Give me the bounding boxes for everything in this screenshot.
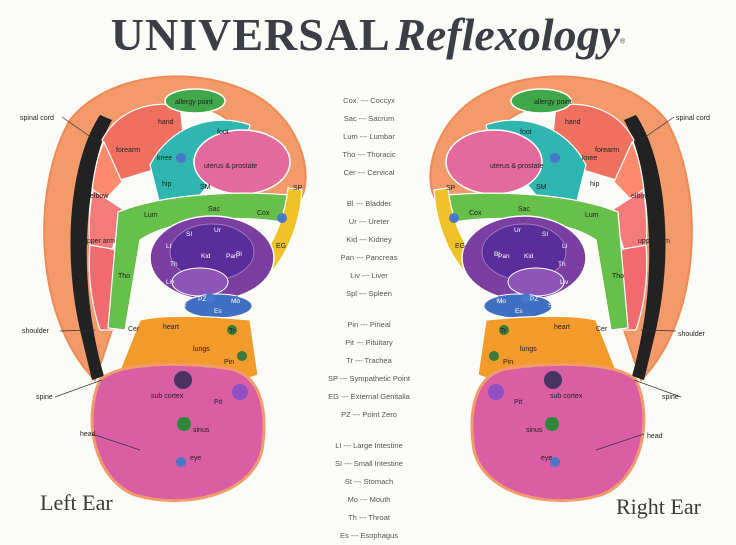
label-ur: Ur: [214, 227, 222, 234]
label-heart: heart: [163, 324, 179, 331]
label-pin: Pin: [224, 359, 234, 366]
right-ear-title: Right Ear: [616, 494, 701, 520]
callout-head: head: [647, 433, 663, 440]
label-mo: Mo: [497, 298, 506, 305]
label-lum: Lum: [144, 212, 158, 219]
label-th: Th: [170, 261, 178, 268]
label-foot: foot: [520, 129, 532, 136]
label-li: LI: [562, 243, 568, 250]
label-hand: hand: [565, 119, 581, 126]
label-knee: knee: [582, 155, 597, 162]
label-knee: knee: [157, 155, 172, 162]
label-mo: Mo: [231, 298, 240, 305]
label-st: St: [180, 302, 186, 309]
label-sinus: sinus: [526, 427, 543, 434]
label-sp: SP: [446, 185, 456, 192]
label-sm: SM: [536, 184, 547, 191]
label-lum: Lum: [585, 212, 599, 219]
label-sub-cortex: sub cortex: [151, 393, 184, 400]
label-kid: Kid: [524, 253, 534, 260]
label-spl: Spl: [580, 295, 590, 302]
label-sac: Sac: [518, 206, 531, 213]
label-sp: SP: [293, 185, 303, 192]
label-pan: Pan: [498, 253, 510, 260]
label-uterus-prostate: uterus & prostate: [490, 163, 543, 170]
label-lungs: lungs: [520, 346, 537, 353]
label-pit: Pit: [214, 399, 222, 406]
label-sinus: sinus: [193, 427, 210, 434]
left-ear: allergy point hand foot forearm knee ute…: [20, 76, 306, 500]
ear-diagrams: allergy point hand foot forearm knee ute…: [0, 0, 736, 521]
label-kid: Kid: [201, 253, 211, 260]
label-hip: hip: [162, 181, 171, 188]
label-spl: Spl: [145, 295, 155, 302]
label-foot: foot: [217, 129, 229, 136]
callout-spine: spine: [662, 394, 679, 401]
callout-spine: spine: [36, 394, 53, 401]
label-tho: Tho: [612, 273, 624, 280]
label-allergy-point: allergy point: [534, 99, 572, 106]
label-eye: eye: [190, 455, 201, 462]
label-eye: eye: [541, 455, 552, 462]
label-upper-arm: upper arm: [638, 238, 670, 245]
label-cer: Cer: [128, 326, 140, 333]
label-allergy-point: allergy point: [175, 99, 213, 106]
callout-shoulder: shoulder: [678, 331, 706, 338]
label-hip: hip: [590, 181, 599, 188]
label-sm: SM: [200, 184, 211, 191]
label-heart: heart: [554, 324, 570, 331]
label-tr: Tr: [500, 328, 507, 335]
label-tr: Tr: [229, 328, 236, 335]
label-cox: Cox: [469, 210, 482, 217]
right-ear: allergy point hand foot forearm knee ute…: [430, 76, 710, 500]
legend-item: Es --- Esophagus: [318, 527, 420, 545]
label-forearm: forearm: [595, 147, 619, 154]
label-sac: Sac: [208, 206, 221, 213]
label-pin: Pin: [503, 359, 513, 366]
label-bl: Bl: [236, 251, 242, 258]
label-sub-cortex: sub cortex: [550, 393, 583, 400]
label-pz: PZ: [530, 296, 538, 303]
label-eg: EG: [276, 243, 286, 250]
label-li: LI: [166, 243, 172, 250]
label-th: Th: [558, 261, 566, 268]
label-cox: Cox: [257, 210, 270, 217]
label-hand: hand: [158, 119, 174, 126]
left-ear-title: Left Ear: [40, 490, 113, 516]
label-liv: Liv: [560, 279, 569, 286]
label-es: Es: [515, 308, 523, 315]
label-upper-arm: upper arm: [83, 238, 115, 245]
label-forearm: forearm: [116, 147, 140, 154]
label-lungs: lungs: [193, 346, 210, 353]
callout-shoulder: shoulder: [22, 328, 50, 335]
label-pz: PZ: [198, 296, 206, 303]
label-tho: Tho: [118, 273, 130, 280]
label-si: SI: [186, 231, 192, 238]
callout-spinal-cord: spinal cord: [20, 115, 54, 122]
label-ur: Ur: [514, 227, 522, 234]
label-si: SI: [542, 231, 548, 238]
label-liv: Liv: [166, 279, 175, 286]
label-es: Es: [214, 308, 222, 315]
label-eg: EG: [455, 243, 465, 250]
callout-head: head: [80, 431, 96, 438]
label-st: St: [548, 302, 554, 309]
label-elbow: elbow: [631, 193, 650, 200]
label-pit: Pit: [514, 399, 522, 406]
callout-spinal-cord: spinal cord: [676, 115, 710, 122]
label-uterus-prostate: uterus & prostate: [204, 163, 257, 170]
label-bl: Bl: [494, 251, 500, 258]
label-cer: Cer: [596, 326, 608, 333]
label-elbow: elbow: [90, 193, 109, 200]
